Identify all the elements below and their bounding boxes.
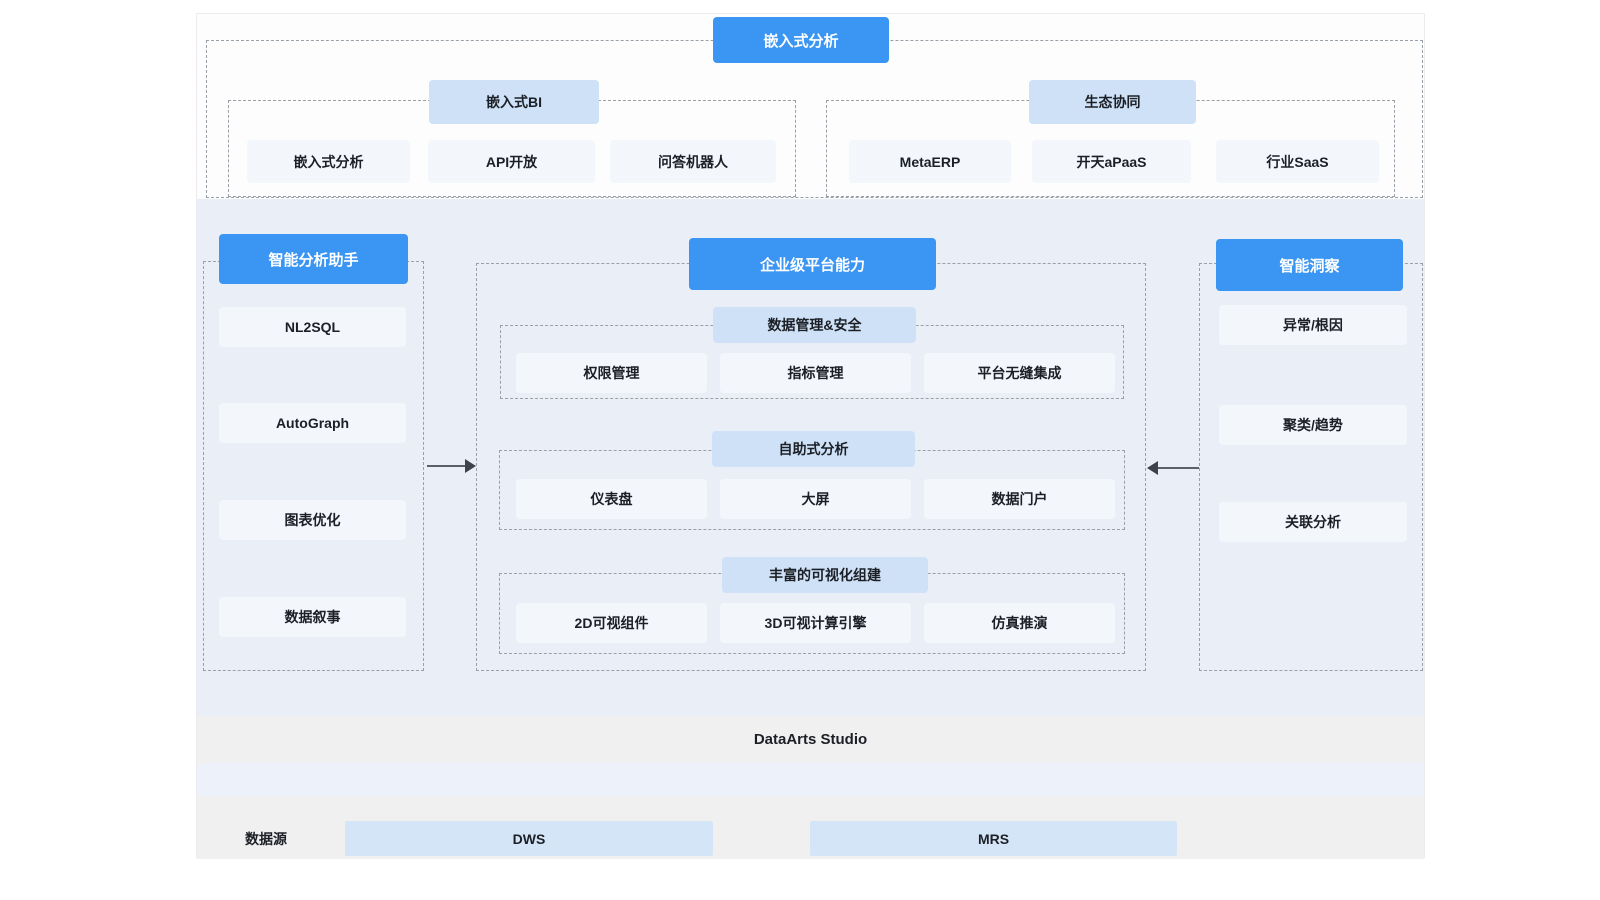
eco-synergy-group-header: 生态协同 [1029, 80, 1196, 124]
group-item: 开天aPaaS [1032, 140, 1191, 183]
column-item: NL2SQL [219, 307, 406, 347]
column-item: 数据叙事 [219, 597, 406, 637]
enterprise-platform-header: 企业级平台能力 [689, 238, 936, 290]
arrow-right-to-center-line [1157, 467, 1199, 469]
section-item: 大屏 [720, 479, 911, 519]
visualization-components-header: 丰富的可视化组建 [722, 557, 928, 593]
diagram-container: DataArts Studio 嵌入式分析 嵌入式BI 嵌入式分析 API开放 … [196, 13, 1425, 859]
platform-band-label: DataArts Studio [753, 731, 868, 748]
platform-band: DataArts Studio [197, 716, 1424, 763]
embedded-analysis-banner: 嵌入式分析 [713, 17, 889, 63]
arrow-right-to-center-head [1147, 461, 1158, 475]
group-item: API开放 [428, 140, 595, 183]
column-item: AutoGraph [219, 403, 406, 443]
ai-assistant-column-header: 智能分析助手 [219, 234, 408, 284]
column-item: 关联分析 [1219, 502, 1407, 542]
group-item: 行业SaaS [1216, 140, 1379, 183]
smart-insight-column-header: 智能洞察 [1216, 239, 1403, 291]
section-item: 3D可视计算引擎 [720, 603, 911, 643]
section-item: 指标管理 [720, 353, 911, 393]
data-mgmt-security-header: 数据管理&安全 [713, 307, 916, 343]
datasource-mrs: MRS [810, 821, 1177, 856]
datasource-label: 数据源 [245, 830, 287, 847]
embedded-bi-group-header: 嵌入式BI [429, 80, 599, 124]
group-item: 嵌入式分析 [247, 140, 410, 183]
column-item: 聚类/趋势 [1219, 405, 1407, 445]
section-item: 仪表盘 [516, 479, 707, 519]
datasource-dws: DWS [345, 821, 713, 856]
section-item: 仿真推演 [924, 603, 1115, 643]
section-item: 数据门户 [924, 479, 1115, 519]
self-service-analysis-header: 自助式分析 [712, 431, 915, 467]
section-item: 2D可视组件 [516, 603, 707, 643]
group-item: MetaERP [849, 140, 1011, 183]
column-item: 异常/根因 [1219, 305, 1407, 345]
column-item: 图表优化 [219, 500, 406, 540]
spacer-band [197, 763, 1424, 796]
arrow-left-to-center-head [465, 459, 476, 473]
group-item: 问答机器人 [610, 140, 776, 183]
section-item: 平台无缝集成 [924, 353, 1115, 393]
arrow-left-to-center-line [427, 465, 467, 467]
section-item: 权限管理 [516, 353, 707, 393]
